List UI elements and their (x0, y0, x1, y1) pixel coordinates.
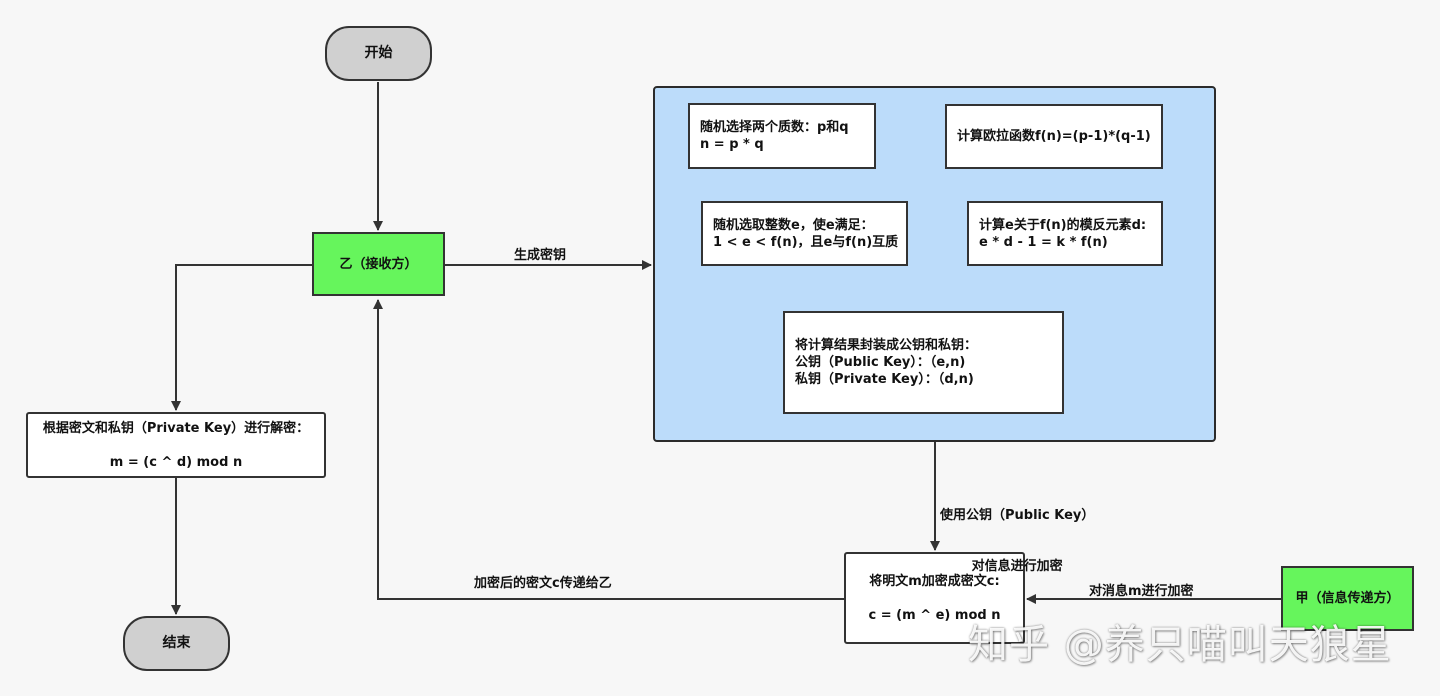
choose-primes-line-1: 随机选择两个质数：p和q (700, 120, 849, 135)
private-key-line: 私钥（Private Key）：（d,n) (795, 372, 974, 387)
choose-primes-node: 随机选择两个质数：p和q n = p * q (688, 103, 876, 169)
watermark: 知乎 @养只喵叫天狼星 (968, 622, 1392, 668)
euler-label: 计算欧拉函数f(n)=(p-1)*(q-1) (957, 129, 1151, 144)
compute-d-line-2: e * d - 1 = k * f(n) (979, 234, 1108, 250)
end-label: 结束 (162, 635, 191, 651)
decrypt-line-1: 根据密文和私钥（Private Key）进行解密： (42, 420, 310, 436)
choose-e-line-1: 随机选取整数e，使e满足： (713, 217, 874, 233)
choose-e-node: 随机选取整数e，使e满足： 1 < e < f(n)，且e与f(n)互质 (701, 201, 908, 266)
edge-label-generate-keys: 生成密钥 (514, 248, 567, 263)
sender-node: 甲（信息传递方） (1281, 566, 1414, 631)
package-keys-node: 将计算结果封装成公钥和私钥： 公钥（Public Key）：（e,n) 私钥（P… (783, 311, 1064, 414)
use-public-key-line-1: 使用公钥（Public Key） (940, 508, 1095, 523)
encrypt-node: 将明文m加密成密文c: c = (m ^ e) mod n (844, 552, 1025, 644)
receiver-node: 乙（接收方） (312, 232, 445, 296)
start-node: 开始 (325, 26, 432, 81)
receiver-label: 乙（接收方） (339, 256, 418, 272)
euler-node: 计算欧拉函数f(n)=(p-1)*(q-1) (945, 104, 1163, 169)
edge-encrypt-to-receiver (373, 299, 844, 600)
sender-label: 甲（信息传递方） (1295, 591, 1400, 606)
choose-e-line-2: 1 < e < f(n)，且e与f(n)互质 (713, 234, 899, 250)
encrypt-formula: c = (m ^ e) mod n (868, 607, 1001, 623)
edge-label-encrypt-message: 对消息m进行加密 (1089, 584, 1194, 599)
edge-label-send-cipher: 加密后的密文c传递给乙 (474, 576, 612, 591)
compute-d-line-1: 计算e关于f(n)的模反元素d: (979, 217, 1147, 233)
decrypt-spacer (174, 437, 179, 454)
decrypt-node: 根据密文和私钥（Private Key）进行解密： m = (c ^ d) mo… (26, 412, 326, 478)
encrypt-spacer (932, 590, 937, 607)
end-node: 结束 (123, 616, 230, 671)
compute-d-node: 计算e关于f(n)的模反元素d: e * d - 1 = k * f(n) (967, 201, 1163, 266)
edge-receiver-to-decrypt (171, 264, 312, 411)
public-key-line: 公钥（Public Key）：（e,n) (795, 355, 966, 370)
encrypt-line-1: 将明文m加密成密文c: (869, 573, 1000, 589)
start-label: 开始 (364, 45, 393, 61)
decrypt-formula: m = (c ^ d) mod n (109, 454, 243, 470)
edge-label-use-public-key: 使用公钥（Public Key） 对信息进行加密 (940, 473, 1094, 609)
choose-primes-line-2: n = p * q (700, 137, 764, 152)
use-public-key-line-2: 对信息进行加密 (971, 559, 1063, 574)
package-keys-line-1: 将计算结果封装成公钥和私钥： (795, 338, 978, 353)
